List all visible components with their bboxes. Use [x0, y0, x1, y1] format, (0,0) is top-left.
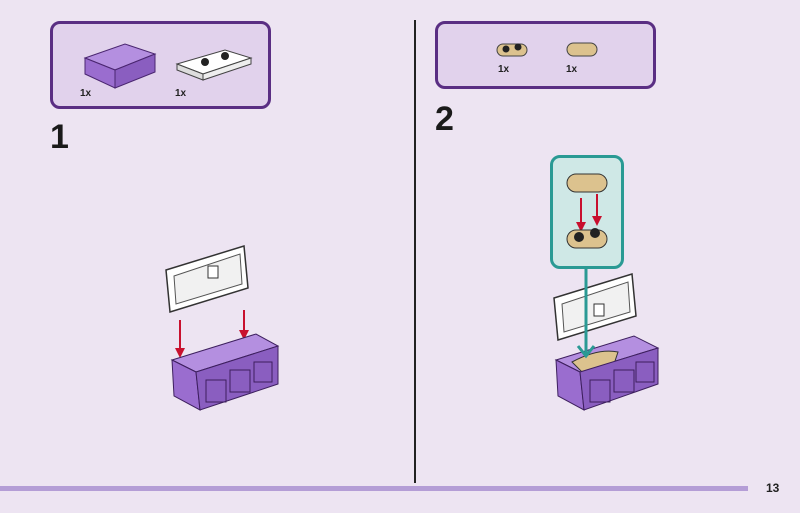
part-quantity: 1x — [566, 64, 578, 75]
progress-bar — [0, 486, 748, 491]
tan-tile-part-icon — [566, 42, 598, 57]
step2-assembly-illustration — [553, 268, 660, 411]
step-number: 2 — [435, 100, 454, 138]
callout-illustration — [566, 173, 608, 249]
step-divider — [414, 20, 416, 483]
page-number: 13 — [766, 481, 780, 495]
step1-parts-panel: 1x 1x — [50, 21, 271, 109]
part-quantity: 1x — [80, 88, 92, 99]
chest-base-part-icon — [83, 43, 157, 89]
lid-part-icon — [175, 49, 253, 81]
step1-assembly-illustration — [165, 245, 280, 411]
step2-parts-panel: 1x 1x — [435, 21, 656, 89]
tan-plate-part-icon — [496, 43, 528, 57]
part-quantity: 1x — [498, 64, 510, 75]
part-quantity: 1x — [175, 88, 187, 99]
step-number: 1 — [50, 118, 69, 156]
sub-assembly-callout — [550, 155, 624, 269]
